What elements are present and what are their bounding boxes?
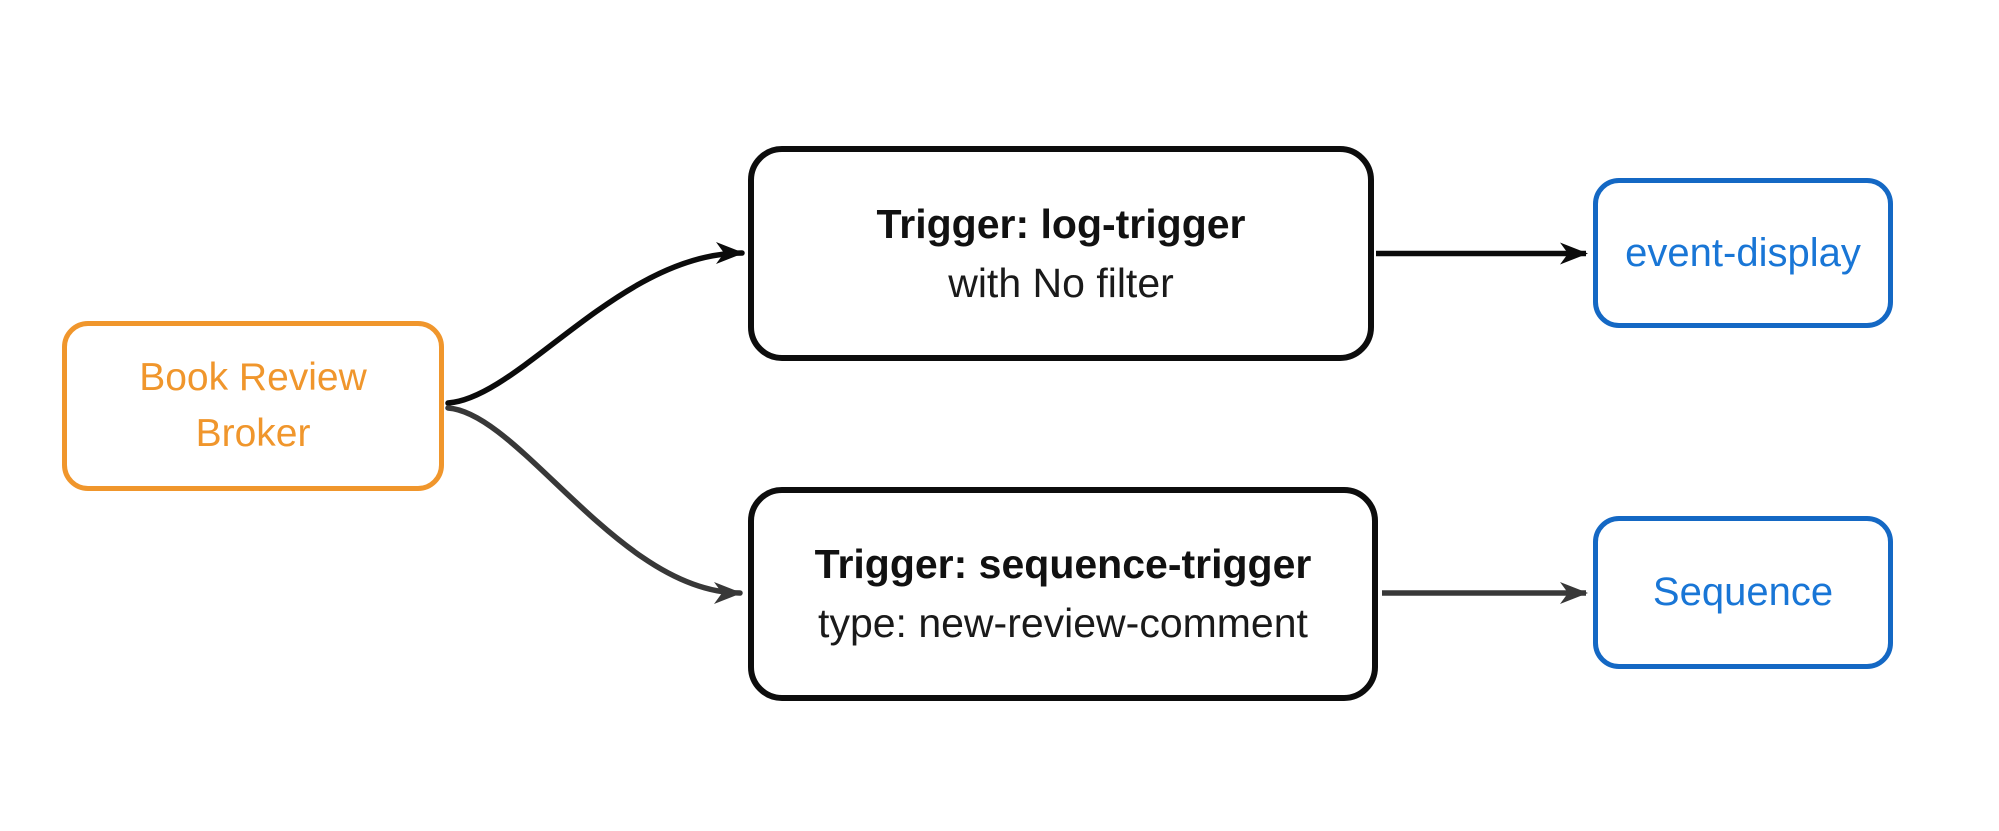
edge-broker-to-log-trigger	[445, 242, 745, 406]
node-label: Sequence	[1652, 570, 1834, 614]
node-label: event-display	[1625, 230, 1861, 275]
node-trigger-log: Trigger: log-trigger with No filter	[748, 146, 1374, 361]
node-label: Book Review Broker	[139, 356, 367, 455]
edge-broker-to-sequence-trigger	[445, 405, 743, 604]
trigger-subtitle: type: new-review-comment	[818, 600, 1308, 646]
trigger-subtitle: with No filter	[948, 259, 1174, 306]
node-trigger-sequence: Trigger: sequence-trigger type: new-revi…	[748, 487, 1378, 701]
node-event-display: event-display	[1593, 178, 1893, 328]
node-book-review-broker: Book Review Broker	[62, 321, 444, 491]
node-sequence: Sequence	[1593, 516, 1893, 669]
trigger-title: Trigger: log-trigger	[876, 200, 1246, 247]
trigger-title: Trigger: sequence-trigger	[814, 541, 1312, 587]
